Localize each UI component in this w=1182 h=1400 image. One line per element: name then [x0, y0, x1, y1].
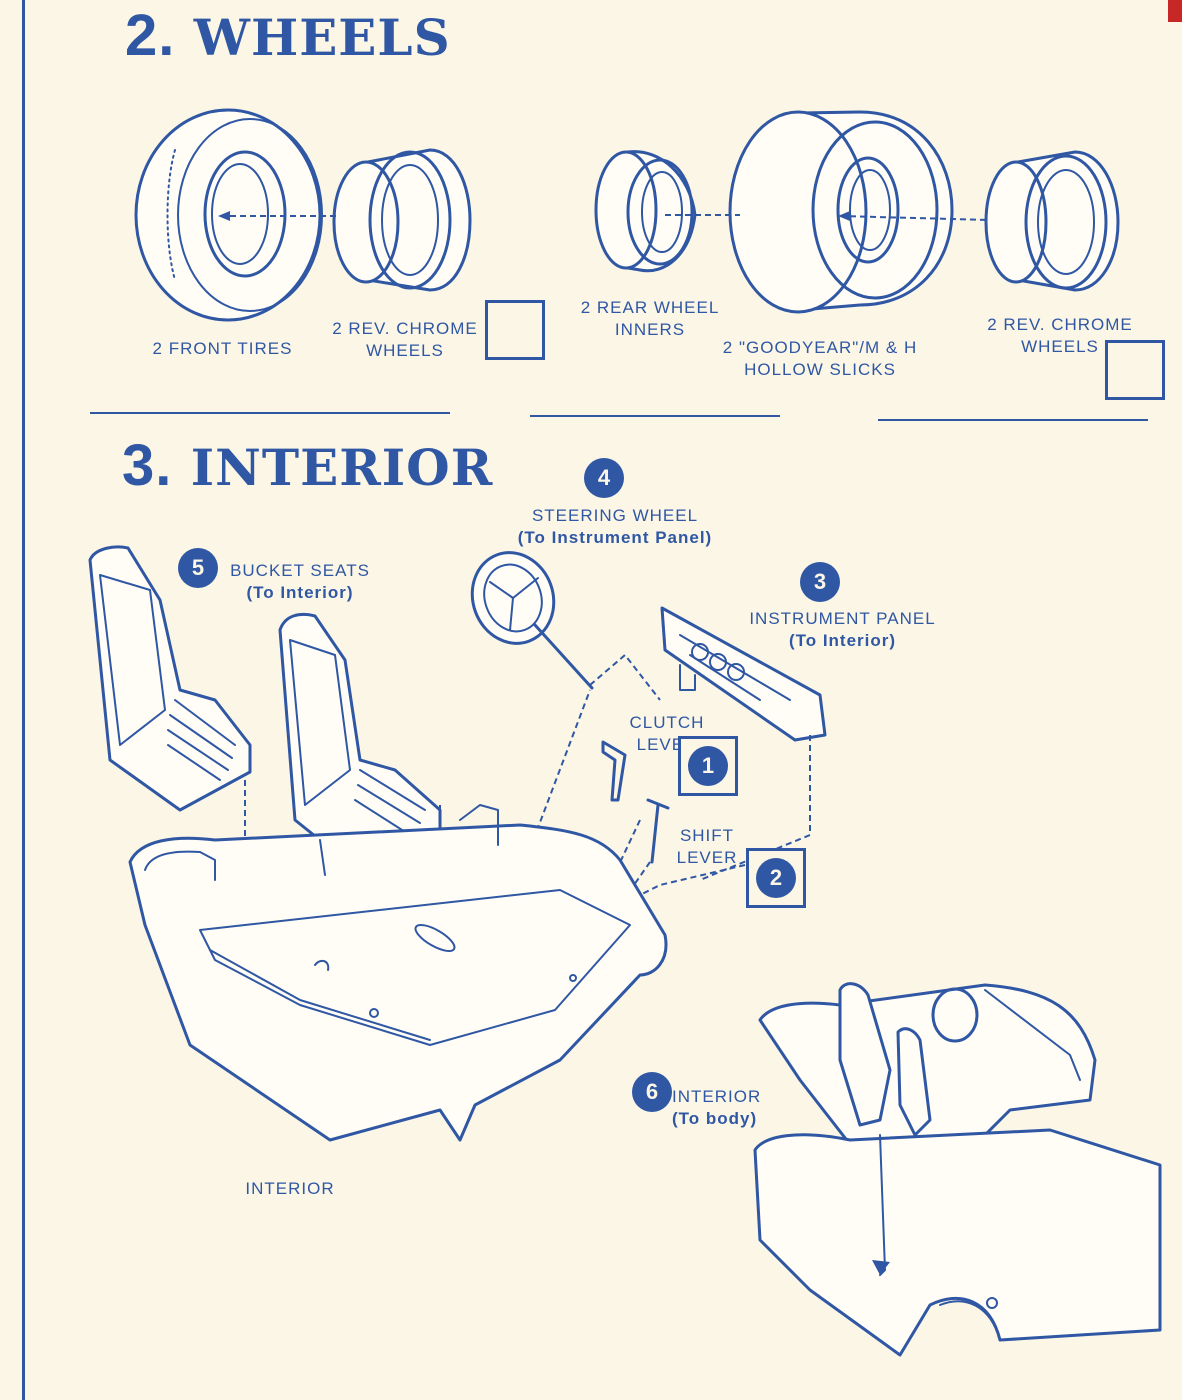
wheels-title: WHEELS — [193, 8, 451, 67]
chrome-wheels-2-line-1: 2 REV. CHROME — [987, 315, 1133, 334]
wheels-divider-3 — [878, 419, 1148, 421]
assembled-interior-drawing — [753, 982, 1162, 1357]
chrome-wheels-1-line-2: WHEELS — [366, 341, 444, 360]
front-tires-label: 2 FRONT TIRES — [152, 339, 293, 358]
step-3-badge: 3 — [800, 562, 840, 602]
step-4-badge: 4 — [584, 458, 624, 498]
wheels-divider-1 — [90, 412, 450, 414]
instrument-panel-name: INSTRUMENT PANEL — [749, 609, 936, 628]
bucket-seats-sub: (To Interior) — [246, 583, 354, 602]
rear-wheel-inners-label: 2 REAR WHEEL INNERS — [570, 297, 730, 341]
rear-wheel-inners-line-1: 2 REAR WHEEL — [580, 298, 720, 317]
step-2-badge: 2 — [756, 858, 796, 898]
shift-lever-label: SHIFT LEVER — [672, 825, 742, 869]
step-1-badge: 1 — [688, 746, 728, 786]
bucket-seats-name: BUCKET SEATS — [230, 561, 370, 580]
chrome-wheels-2-line-2: WHEELS — [1021, 337, 1099, 356]
instrument-panel-sub: (To Interior) — [788, 631, 897, 650]
assembled-interior-label: INTERIOR (To body) — [672, 1086, 767, 1130]
chrome-wheels-2-label: 2 REV. CHROME WHEELS — [980, 314, 1140, 358]
chrome-wheels-1-checkbox[interactable] — [485, 300, 545, 360]
chrome-wheels-1-label: 2 REV. CHROME WHEELS — [325, 318, 485, 362]
step-6-badge: 6 — [632, 1072, 672, 1112]
interior-title: INTERIOR — [190, 438, 494, 497]
interior-step-number: 3. — [122, 433, 173, 498]
interior-heading: 3. INTERIOR — [122, 432, 493, 499]
shift-lever-drawing — [646, 798, 670, 864]
rear-wheel-inners-line-2: INNERS — [614, 320, 686, 339]
clutch-lever-drawing — [601, 740, 627, 802]
steering-wheel-label: STEERING WHEEL (To Instrument Panel) — [495, 505, 735, 549]
wheels-divider-2 — [530, 415, 780, 417]
chrome-wheel-2-drawing — [984, 150, 1120, 292]
assembled-interior-name: INTERIOR — [672, 1087, 762, 1106]
rear-wheel-inner-drawing — [594, 150, 697, 273]
wheels-step-number: 2. — [125, 3, 176, 68]
steering-wheel-sub: (To Instrument Panel) — [517, 528, 713, 547]
slick-drawing — [728, 110, 954, 314]
bucket-seats-label: BUCKET SEATS (To Interior) — [225, 560, 375, 604]
left-border-rule — [22, 0, 25, 1400]
slicks-line-1: 2 "GOODYEAR"/M & H — [722, 338, 918, 357]
chrome-wheels-1-line-1: 2 REV. CHROME — [332, 319, 478, 338]
instrument-panel-label: INSTRUMENT PANEL (To Interior) — [745, 608, 940, 652]
chrome-wheels-2-checkbox[interactable] — [1105, 340, 1165, 400]
interior-tub-drawing — [128, 804, 668, 1142]
step-5-badge: 5 — [178, 548, 218, 588]
steering-wheel-drawing — [470, 551, 594, 690]
slicks-line-2: HOLLOW SLICKS — [744, 360, 896, 379]
wheels-heading: 2. WHEELS — [125, 2, 451, 69]
assembled-interior-sub: (To body) — [672, 1109, 758, 1128]
bucket-seat-left-drawing — [88, 545, 252, 812]
step-1-box: 1 — [678, 736, 738, 796]
shift-lever-line-2: LEVER — [676, 848, 738, 867]
steering-wheel-name: STEERING WHEEL — [531, 506, 699, 525]
red-edge — [1168, 0, 1182, 22]
interior-tub-label: INTERIOR — [245, 1179, 335, 1198]
shift-lever-line-1: SHIFT — [679, 826, 735, 845]
step-2-box: 2 — [746, 848, 806, 908]
chrome-wheel-1-drawing — [332, 148, 472, 292]
slicks-label: 2 "GOODYEAR"/M & H HOLLOW SLICKS — [700, 337, 940, 381]
